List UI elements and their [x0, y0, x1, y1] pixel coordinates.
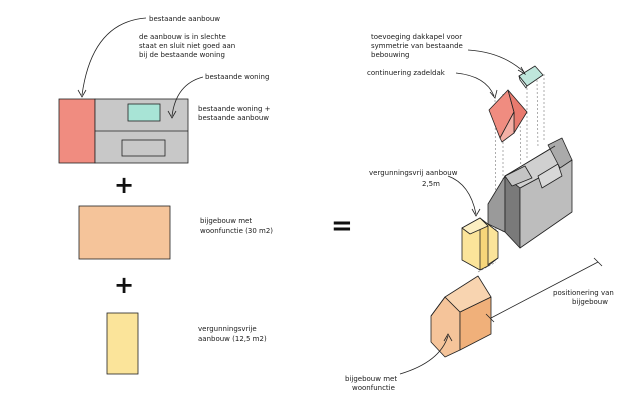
label-bijgebouw-iso-2: woonfunctie: [352, 384, 395, 392]
bijgebouw-iso: [430, 275, 492, 358]
dakkapel-iso: [518, 65, 544, 89]
label-dakkapel-1: toevoeging dakkapel voor: [371, 33, 462, 41]
leader-arrows-left: [77, 17, 204, 119]
label-dakkapel-3: bebouwing: [371, 51, 409, 59]
existing-house-iso: [487, 137, 573, 249]
bestaande-aanbouw-block: [58, 98, 96, 164]
label-bestaande-aanbouw: bestaande aanbouw: [149, 15, 220, 23]
label-bijgebouw-iso-1: bijgebouw met: [345, 375, 397, 383]
label-woning-plus-aanbouw-1: bestaande woning +: [198, 105, 271, 113]
label-zadeldak: continuering zadeldak: [367, 69, 446, 77]
label-vergunningsvrije-2: aanbouw (12,5 m2): [198, 335, 267, 343]
aanbouw-window-outline: [121, 139, 166, 157]
label-aanbouw-note-3: bij de bestaande woning: [139, 51, 225, 59]
label-bestaande-woning: bestaande woning: [205, 73, 269, 81]
vergunningsvrije-aanbouw-block: [106, 312, 139, 375]
label-vergunningsvrij-1: vergunningsvrij aanbouw: [369, 169, 458, 177]
vergunningsvrij-aanbouw-iso: [461, 217, 499, 271]
plus-operator-2: +: [114, 271, 134, 299]
zadeldak-roof-iso: [488, 89, 528, 143]
label-positionering-1: positionering van: [553, 289, 614, 297]
existing-building-plan: [58, 98, 189, 164]
label-vergunningsvrij-2: 2,5m: [422, 180, 440, 188]
dakkapel-window: [127, 103, 161, 122]
label-bijgebouw-1: bijgebouw met: [200, 217, 252, 225]
positionering-dimension: [485, 257, 603, 323]
label-aanbouw-note-2: staat en sluit niet goed aan: [139, 42, 235, 50]
label-bijgebouw-2: woonfunctie (30 m2): [200, 227, 273, 235]
label-aanbouw-note-1: de aanbouw is in slechte: [139, 33, 226, 41]
bijgebouw-block: [78, 205, 171, 260]
label-dakkapel-2: symmetrie van bestaande: [371, 42, 463, 50]
plus-operator-1: +: [114, 171, 134, 199]
label-positionering-2: bijgebouw: [572, 298, 608, 306]
label-woning-plus-aanbouw-2: bestaande aanbouw: [198, 114, 269, 122]
label-vergunningsvrije-1: vergunningsvrije: [198, 325, 257, 333]
equals-operator: =: [331, 211, 353, 241]
leader-arrows-right: [399, 49, 527, 375]
